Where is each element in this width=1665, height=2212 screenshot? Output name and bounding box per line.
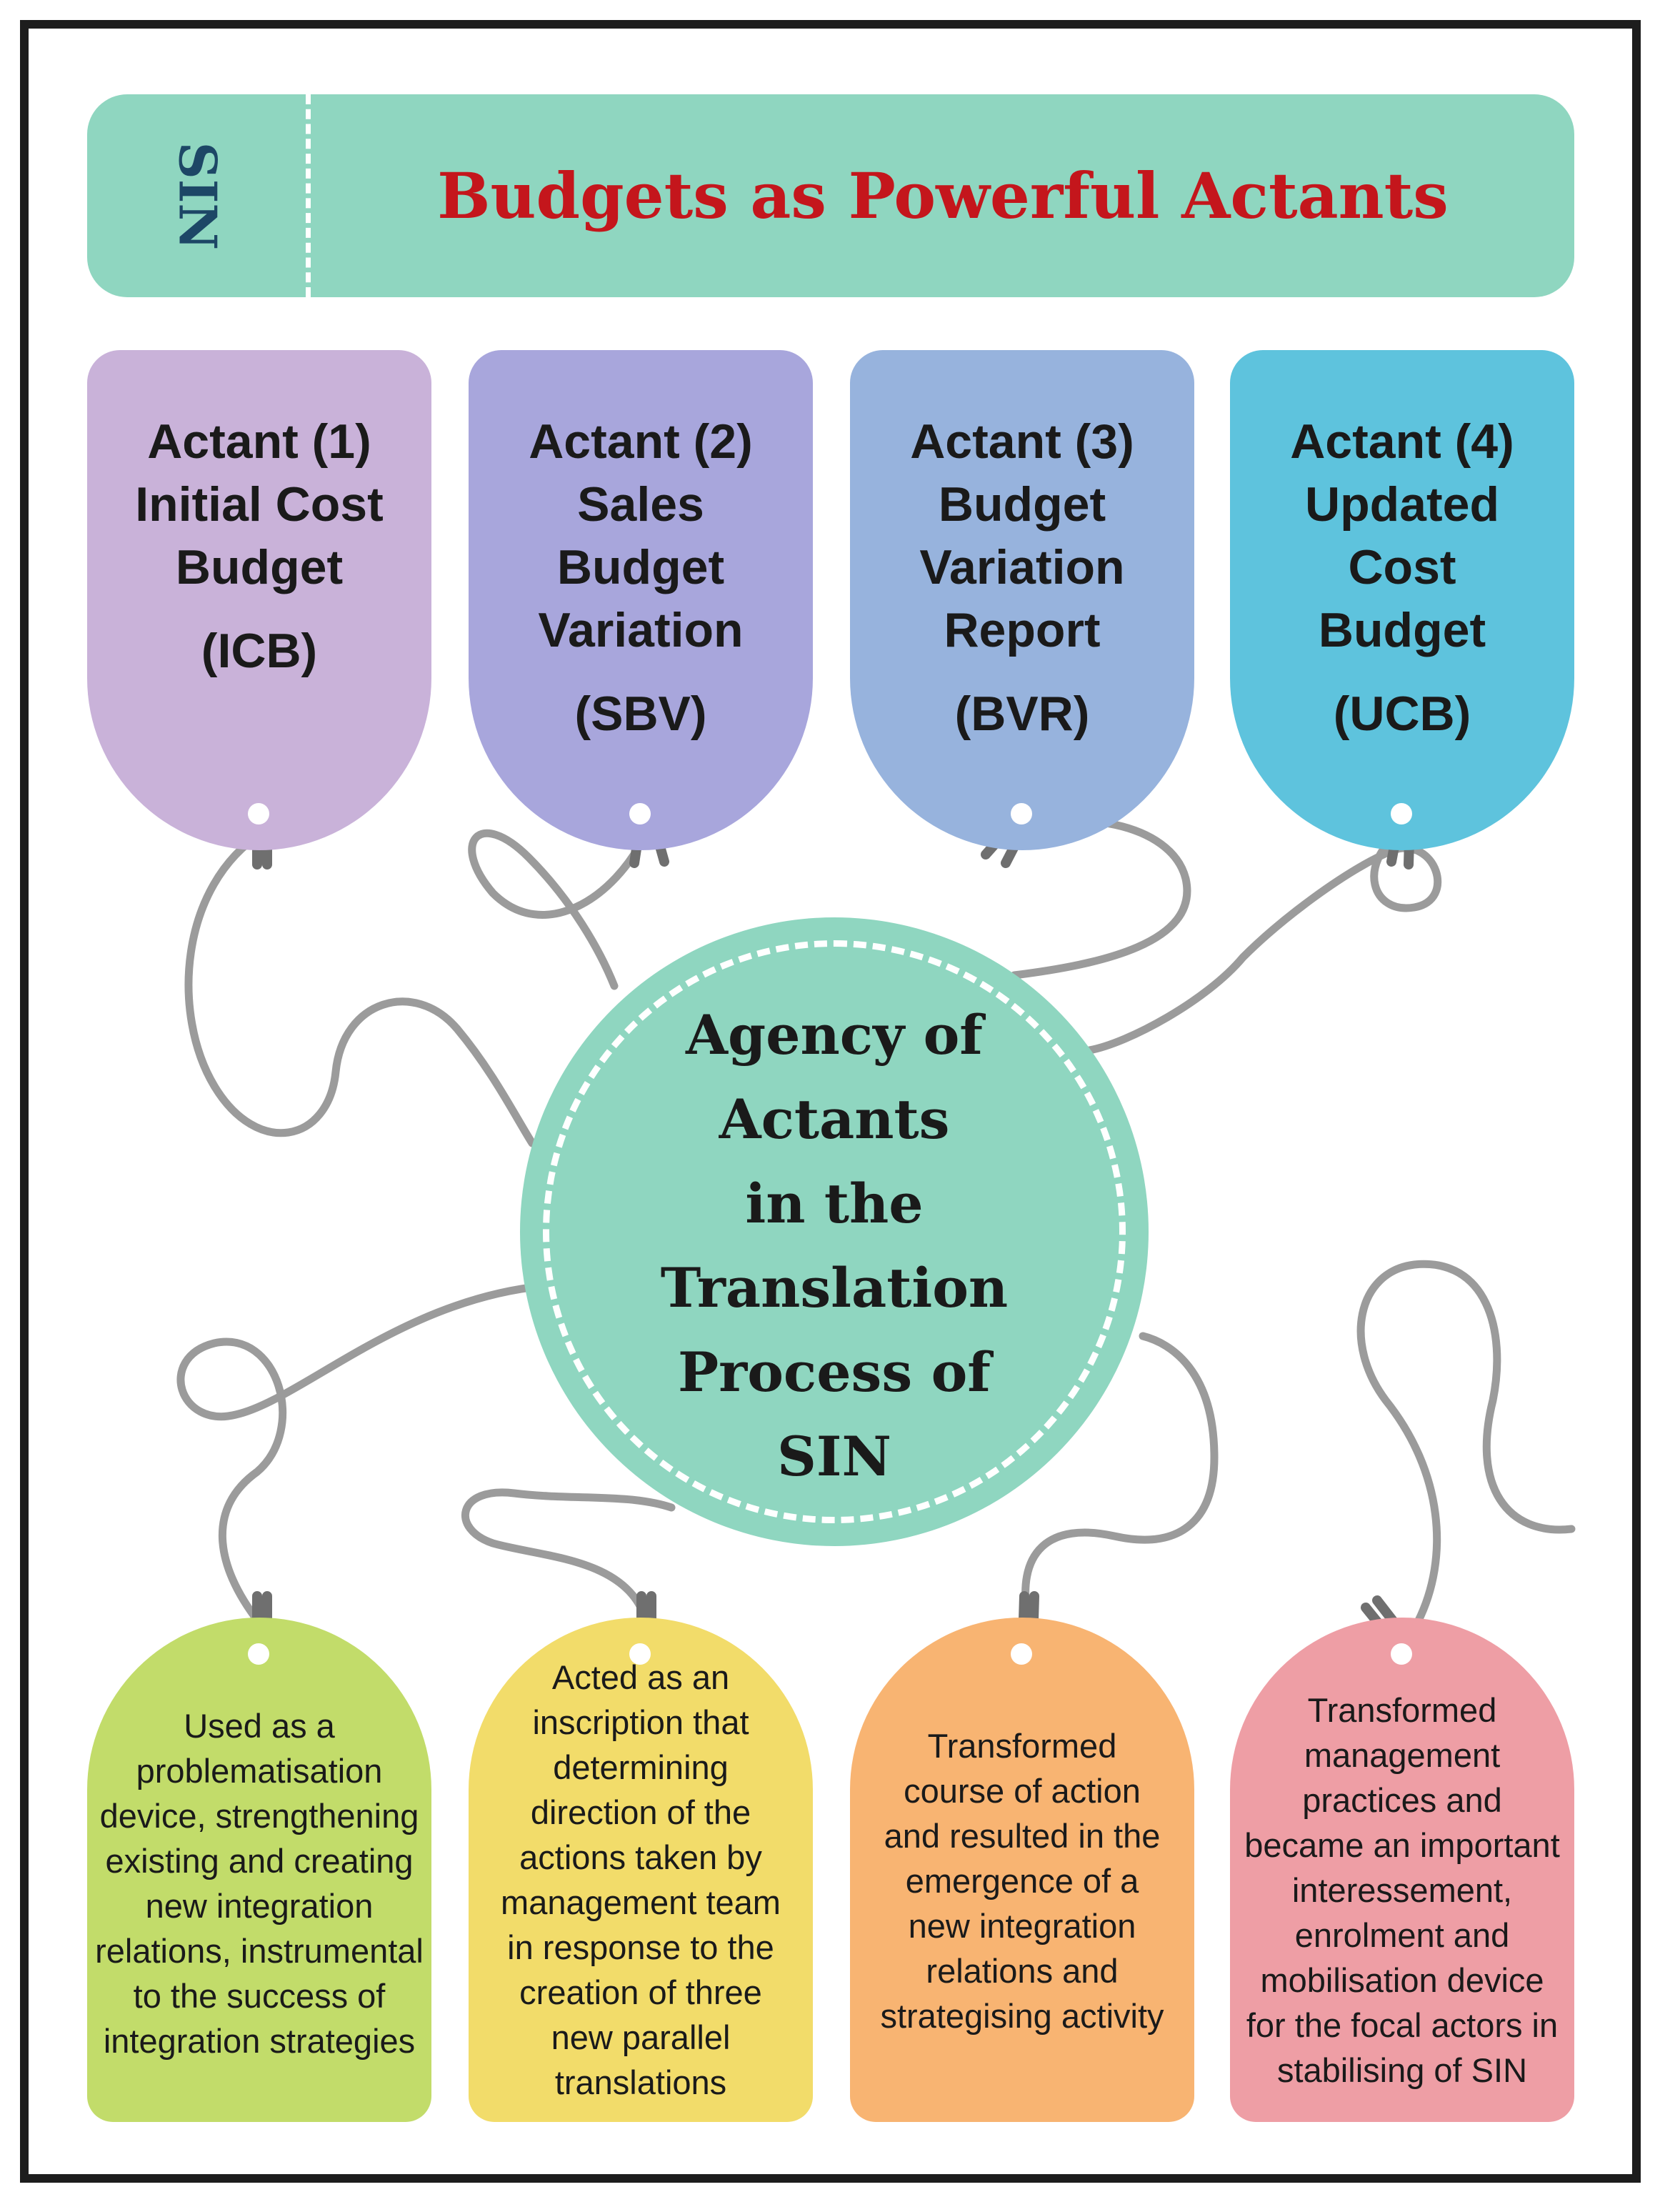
actant-tag-3: Actant (3) Budget Variation Report (BVR) [850, 350, 1194, 850]
effect-3-line-6: relations and [926, 1952, 1119, 1990]
effect-3-line-7: strategising activity [880, 1997, 1164, 2035]
actant-tag-4: Actant (4) Updated Cost Budget (UCB) [1230, 350, 1574, 850]
actant-tag-1: Actant (1) Initial Cost Budget (ICB) [87, 350, 431, 850]
string-actant-2 [468, 828, 651, 990]
actant-2-title-line-1: Actant (2) [529, 414, 753, 469]
title-banner [87, 94, 1574, 297]
tag-hole [1011, 803, 1032, 824]
effect-1-line-7: to the success of [133, 1977, 386, 2015]
string-effect-1 [176, 1282, 547, 1626]
actant-2-title-line-3: Budget [556, 540, 725, 594]
actant-tag-2: Actant (2) Sales Budget Variation (SBV) [469, 350, 813, 850]
effect-2-line-8: creation of three [519, 1973, 762, 2011]
string-actant-4 [1085, 828, 1442, 1055]
effect-3-line-1: Transformed [927, 1727, 1117, 1765]
string-actant-1 [184, 828, 536, 1147]
effect-4-line-4: became an important [1244, 1826, 1560, 1864]
string-effect-3 [1021, 1332, 1219, 1626]
effect-4-line-5: interessement, [1291, 1871, 1513, 1909]
tag-hole [248, 1643, 269, 1665]
central-circle-dashed-ring [543, 940, 1126, 1523]
tag-hole [1011, 1643, 1032, 1665]
central-line-6: SIN [777, 1425, 891, 1488]
actant-3-title-line-2: Budget [938, 477, 1106, 532]
effect-2-line-6: management team [501, 1883, 781, 1921]
effect-1-line-6: relations, instrumental [95, 1932, 424, 1970]
string-effect-4 [1356, 1260, 1576, 1626]
actant-3-abbreviation: (BVR) [954, 687, 1090, 741]
effect-1-line-8: integration strategies [103, 2022, 416, 2060]
effect-3-line-4: emergence of a [905, 1862, 1139, 1900]
tag-hole [629, 803, 651, 824]
effect-2-line-9: new parallel [551, 2018, 731, 2056]
page-title: Budgets as Powerful Actants [437, 159, 1449, 233]
actant-1-title-line-3: Budget [175, 540, 344, 594]
actant-4-title-line-1: Actant (4) [1290, 414, 1514, 469]
actant-2-abbreviation: (SBV) [574, 687, 707, 741]
tag-hole [629, 1643, 651, 1665]
string-effect-2 [461, 1488, 676, 1626]
central-line-3: in the [745, 1172, 924, 1235]
effect-tag-2: Acted as an inscription that determining… [469, 1618, 813, 2122]
effect-4-line-3: practices and [1302, 1781, 1502, 1819]
effect-3-line-5: new integration [908, 1907, 1136, 1945]
tag-hole [1391, 803, 1412, 824]
effect-1-line-5: new integration [145, 1887, 374, 1925]
effect-3-line-3: and resulted in the [884, 1817, 1161, 1855]
effect-2-line-4: direction of the [530, 1793, 751, 1831]
actant-4-title-line-3: Cost [1348, 540, 1456, 594]
effect-2-line-7: in response to the [507, 1928, 774, 1966]
actant-4-abbreviation: (UCB) [1333, 687, 1471, 741]
effect-2-line-10: translations [554, 2063, 727, 2101]
effect-4-line-9: stabilising of SIN [1276, 2051, 1528, 2089]
effect-1-line-4: existing and creating [105, 1842, 414, 1880]
tag-hole [1391, 1643, 1412, 1665]
effect-2-line-5: actions taken by [519, 1838, 762, 1876]
effect-2-line-2: inscription that [532, 1703, 749, 1741]
effect-4-line-2: management [1304, 1736, 1501, 1774]
actant-3-title-line-3: Variation [919, 540, 1125, 594]
effect-4-line-6: enrolment and [1294, 1916, 1510, 1954]
effect-tag-1: Used as a problematisation device, stren… [87, 1618, 431, 2122]
central-circle-text: Agency of Actants in the Translation Pro… [606, 993, 1063, 1499]
actant-4-title-line-2: Updated [1305, 477, 1499, 532]
effect-tag-3: Transformed course of action and resulte… [850, 1618, 1194, 2122]
actant-2-title-line-2: Sales [577, 477, 704, 532]
actant-1-title-line-1: Actant (1) [147, 414, 371, 469]
effect-1-line-3: device, strengthening [99, 1797, 419, 1835]
actant-1-abbreviation: (ICB) [201, 624, 318, 678]
central-line-1: Agency of [686, 1003, 983, 1067]
effect-4-line-1: Transformed [1307, 1691, 1497, 1729]
central-line-4: Translation [660, 1256, 1009, 1320]
effect-2-line-3: determining [553, 1748, 729, 1786]
effect-3-line-2: course of action [904, 1772, 1141, 1810]
banner-divider [306, 94, 311, 297]
actant-2-title-line-4: Variation [538, 603, 744, 657]
actant-3-title-line-1: Actant (3) [910, 414, 1134, 469]
tag-hole [248, 803, 269, 824]
actant-1-title-line-2: Initial Cost [135, 477, 384, 532]
central-line-2: Actants [719, 1087, 950, 1151]
central-line-5: Process of [678, 1340, 991, 1404]
effect-1-line-2: problematisation [136, 1752, 383, 1790]
effect-tag-4: Transformed management practices and bec… [1230, 1618, 1574, 2122]
effect-4-line-8: for the focal actors in [1246, 2006, 1559, 2044]
actant-3-title-line-4: Report [944, 603, 1101, 657]
actant-4-title-line-4: Budget [1318, 603, 1486, 657]
effect-1-line-1: Used as a [184, 1707, 335, 1745]
effect-4-line-7: mobilisation device [1260, 1961, 1544, 1999]
